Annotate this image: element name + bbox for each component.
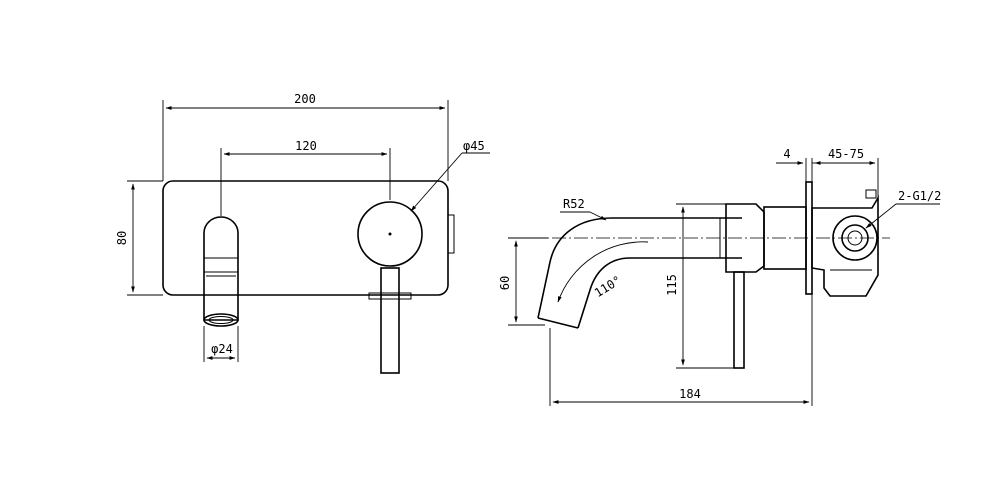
dim-4: 4 [776, 147, 822, 182]
dim-184: 184 [549, 294, 813, 406]
dim-label-184: 184 [679, 387, 701, 401]
dim-label-120: 120 [295, 139, 317, 153]
wall-plate [162, 180, 449, 296]
dim-label-60: 60 [498, 276, 512, 290]
dim-200: 200 [162, 92, 449, 181]
spout-side [537, 217, 742, 329]
front-view: 200 120 φ45 80 φ24 [115, 92, 490, 374]
side-view: 110° R52 60 115 184 [498, 147, 941, 406]
dim-label-45-75: 45-75 [828, 147, 864, 161]
handle-side [725, 203, 807, 369]
dim-g12: 2-G1/2 [865, 189, 941, 229]
dim-label-phi45: φ45 [463, 139, 485, 153]
handle-front [357, 201, 423, 374]
dim-label-g12: 2-G1/2 [898, 189, 941, 203]
dim-label-80: 80 [115, 231, 129, 245]
dim-r52: R52 [560, 197, 607, 221]
dim-115: 115 [665, 203, 734, 369]
dim-phi24: φ24 [203, 326, 239, 362]
dim-80: 80 [115, 180, 163, 296]
dim-label-4: 4 [783, 147, 790, 161]
dim-label-phi24: φ24 [211, 342, 233, 356]
dim-120: 120 [220, 139, 391, 216]
dim-label-115: 115 [665, 274, 679, 296]
dim-label-r52: R52 [563, 197, 585, 211]
valve-body [811, 189, 879, 297]
spout-front [203, 216, 239, 327]
dim-label-110: 110° [592, 273, 624, 300]
dim-label-200: 200 [294, 92, 316, 106]
dim-60: 60 [498, 237, 548, 326]
dim-phi45: φ45 [410, 139, 490, 212]
plate-side-detail [447, 214, 455, 254]
dim-45-75: 45-75 [814, 147, 879, 198]
dim-angle-110: 110° [557, 241, 649, 303]
